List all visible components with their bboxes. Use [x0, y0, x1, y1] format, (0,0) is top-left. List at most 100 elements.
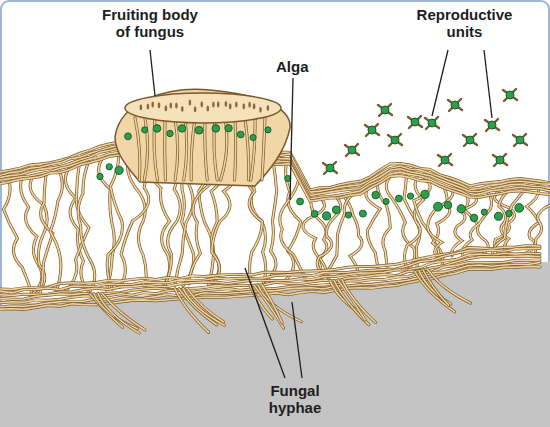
hypha-outline: [107, 152, 122, 289]
ascus: [175, 103, 178, 109]
ascus: [259, 107, 262, 113]
hypha: [245, 118, 249, 180]
hypha-outline: [187, 288, 224, 322]
alga-cell: [434, 202, 443, 211]
alga-cell: [178, 125, 185, 132]
ascus: [243, 103, 246, 109]
reproductive-alga: [516, 136, 524, 144]
alga-cell: [494, 212, 502, 220]
hypha: [50, 170, 62, 293]
hypha-outline: [235, 118, 236, 180]
alga-cell: [212, 125, 220, 133]
ascus: [217, 101, 220, 107]
alga-cell: [106, 164, 112, 170]
alga-cell: [372, 191, 380, 199]
hypha-outline: [386, 173, 415, 273]
hypha: [135, 118, 140, 180]
ascus: [158, 102, 161, 108]
hypha: [493, 189, 526, 255]
hypha-outline: [303, 198, 329, 278]
alga-cell: [323, 212, 331, 220]
alga-cell: [297, 198, 304, 205]
hypha-outline: [262, 118, 265, 180]
reproductive-alga: [428, 119, 436, 127]
alga-cell: [332, 206, 340, 214]
hypha-outline: [265, 162, 276, 282]
ascus: [212, 102, 215, 108]
leader-lines: [150, 50, 492, 378]
reproductive-hypha: [463, 134, 477, 146]
hypha: [463, 193, 492, 256]
reproductive-hypha: [438, 154, 452, 166]
reproductive-alga: [451, 101, 459, 109]
hypha-outline: [251, 118, 255, 180]
alga-cell: [115, 166, 123, 174]
alga-cell: [359, 210, 366, 217]
leader-line: [150, 50, 155, 96]
hypha-outline: [493, 189, 526, 255]
hypha: [164, 118, 166, 180]
hypha: [404, 177, 423, 268]
fungal-hyphae: [0, 142, 550, 333]
hypha-outline: [21, 178, 43, 296]
ascus: [225, 101, 228, 107]
reproductive-alga: [381, 106, 389, 114]
fruiting-body: [115, 89, 290, 186]
alga-cell: [311, 210, 318, 217]
hypha: [428, 189, 453, 261]
reproductive-alga: [488, 121, 496, 129]
alga-cell: [153, 125, 161, 133]
hypha: [325, 193, 355, 276]
hypha: [235, 118, 236, 180]
hypha-outline: [338, 280, 365, 320]
ascus: [229, 103, 232, 109]
alga-cell: [345, 212, 351, 218]
reproductive-hypha: [448, 99, 462, 111]
ascus: [181, 106, 184, 112]
ascus: [248, 102, 251, 108]
hypha: [205, 118, 207, 180]
hypha-outline: [65, 164, 89, 292]
leader-line: [484, 50, 492, 118]
hypha-outline: [135, 118, 140, 180]
hypha: [65, 164, 89, 292]
reproductive-alga: [368, 126, 376, 134]
alga-cell: [407, 193, 413, 199]
ascus: [189, 100, 192, 106]
alga-cell: [250, 134, 256, 140]
alga-cell: [515, 204, 524, 213]
alga-cell: [457, 205, 465, 213]
reproductive-alga: [496, 156, 504, 164]
hypha: [102, 293, 145, 330]
hypha: [386, 173, 415, 273]
hypha: [78, 161, 95, 292]
ascus: [151, 101, 154, 107]
alga-cell: [142, 127, 148, 133]
hypha-outline: [404, 177, 423, 268]
ascus: [235, 102, 238, 108]
reproductive-hypha: [365, 124, 379, 136]
reproductive-alga: [348, 146, 356, 154]
hypha-outline: [427, 269, 471, 303]
ascus: [170, 103, 173, 109]
hypha: [334, 280, 369, 324]
alga-cell: [506, 210, 512, 216]
leader-line: [292, 302, 302, 378]
reproductive-alga: [391, 136, 399, 144]
reproductive-alga: [326, 164, 334, 172]
reproductive-hypha: [425, 117, 439, 129]
hypha-outline: [325, 193, 355, 276]
ascus: [207, 106, 210, 112]
reproductive-hypha: [503, 89, 517, 101]
reproductive-hypha: [378, 104, 392, 116]
ascus: [165, 105, 168, 111]
alga-cell: [125, 133, 132, 140]
part-label: Fungal hyphae: [255, 382, 335, 416]
leader-line: [245, 268, 285, 378]
hypha-outline: [245, 118, 249, 180]
ascus: [267, 105, 270, 111]
hypha: [303, 198, 329, 278]
ascus: [201, 101, 204, 107]
